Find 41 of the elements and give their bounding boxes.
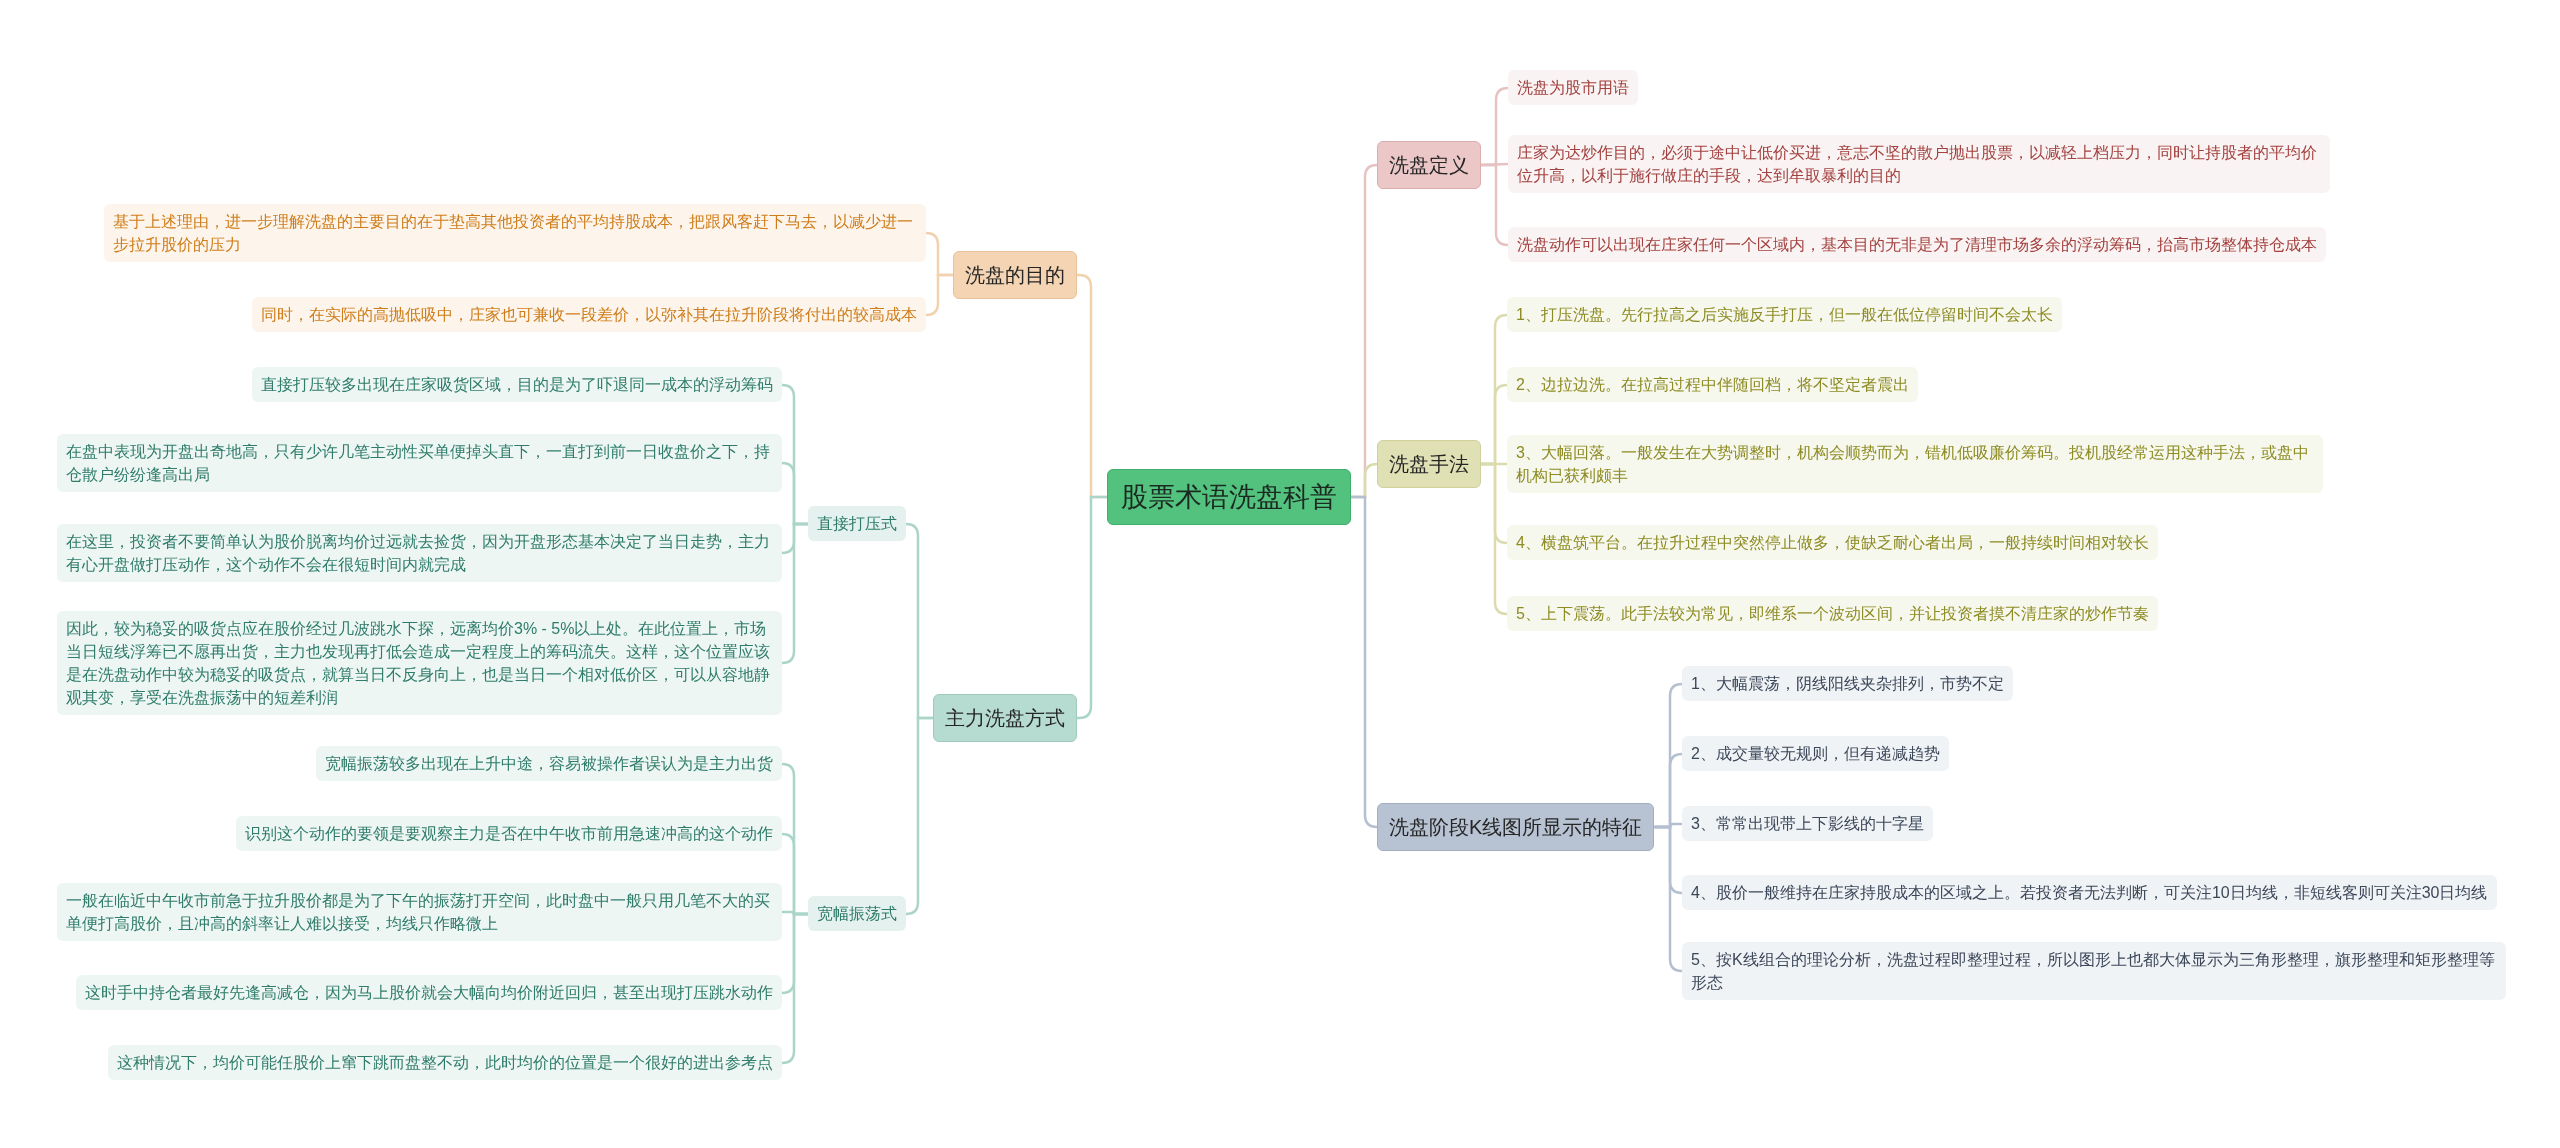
detail-text-box: 3、常常出现带上下影线的十字星 [1682,806,1933,841]
detail-text-box: 这时手中持仓者最好先逢高减仓，因为马上股价就会大幅向均价附近回归，甚至出现打压跳水动作 [76,975,782,1010]
detail-text-box: 5、上下震荡。此手法较为常见，即维系一个波动区间，并让投资者摸不清庄家的炒作节奏 [1507,596,2158,631]
detail-text-box: 4、横盘筑平台。在拉升过程中突然停止做多，使缺乏耐心者出局，一般持续时间相对较长 [1507,525,2158,560]
detail-text-box: 洗盘为股市用语 [1508,70,1638,105]
detail-text-box: 识别这个动作的要领是要观察主力是否在中午收市前用急速冲高的这个动作 [236,816,782,851]
detail-text-box: 一般在临近中午收市前急于拉升股价都是为了下午的振荡打开空间，此时盘中一般只用几笔不大的买单便打高股价，且冲高的斜率让人难以接受，均线只作略微上 [57,883,782,941]
detail-text-box: 这种情况下，均价可能任股价上窜下跳而盘整不动，此时均价的位置是一个很好的进出参考点 [108,1045,782,1080]
detail-text-box: 因此，较为稳妥的吸货点应在股价经过几波跳水下探，远离均价3% - 5%以上处。在此位置上，市场当日短线浮筹已不愿再出货，主力也发现再打低会造成一定程度上的筹码流失。这样，这个位置应该是在洗盘动作中较为稳妥的吸货点，就算当日不反身向上，也是当日一个相对低价区，可以从容地静观其变，享受在洗盘振荡中的短差利润 [57,611,782,715]
detail-text-box: 1、大幅震荡，阴线阳线夹杂排列，市势不定 [1682,666,2013,701]
connector-line [904,716,933,916]
detail-text-box: 洗盘动作可以出现在庄家任何一个区域内，基本目的无非是为了清理市场多余的浮动筹码，抬高市场整体持仓成本 [1508,227,2326,262]
connector-line [1481,163,1510,247]
detail-text-box: 2、成交量较无规则，但有递减趋势 [1682,736,1949,771]
detail-text-box: 在这里，投资者不要简单认为股价脱离均价过远就去捡货，因为开盘形态基本决定了当日走势，主力有心开盘做打压动作，这个动作不会在很短时间内就完成 [57,524,782,582]
connector-line [924,273,953,317]
detail-text-box: 直接打压较多出现在庄家吸货区域，目的是为了吓退同一成本的浮动筹码 [252,367,782,402]
detail-text-box: 1、打压洗盘。先行拉高之后实施反手打压，但一般在低位停留时间不会太长 [1507,297,2062,332]
detail-text-box: 3、大幅回落。一般发生在大势调整时，机构会顺势而为，错机低吸廉价筹码。投机股经常运用这种手法，或盘中机构已获利颇丰 [1507,435,2323,493]
connector-line [780,522,808,665]
central-topic-box: 股票术语洗盘科普 [1107,469,1351,525]
detail-text-box: 4、股价一般维持在庄家持股成本的区域之上。若投资者无法判断，可关注10日均线，非短线客则可关注30日均线 [1682,875,2497,910]
connector-line [1481,462,1509,616]
branch-topic-box: 洗盘手法 [1377,440,1481,488]
detail-text-box: 同时，在实际的高抛低吸中，庄家也可兼收一段差价，以弥补其在拉升阶段将付出的较高成本 [252,297,926,332]
connector-line [1351,495,1379,829]
detail-text-box: 基于上述理由，进一步理解洗盘的主要目的在于垫高其他投资者的平均持股成本，把跟风客赶下马去，以减少进一步拉升股价的压力 [104,204,926,262]
detail-text-box: 5、按K线组合的理论分析，洗盘过程即整理过程，所以图形上也都大体显示为三角形整理，旗形整理和矩形整理等形态 [1682,942,2506,1000]
connector-line [1077,495,1107,720]
detail-text-box: 在盘中表现为开盘出奇地高，只有少许几笔主动性买单便掉头直下，一直打到前一日收盘价之下，持仓散户纷纷逢高出局 [57,434,782,492]
branch-topic-box: 洗盘定义 [1377,141,1481,189]
connector-line [780,912,808,1065]
branch-topic-box: 洗盘的目的 [953,251,1077,299]
subtopic-box: 直接打压式 [808,506,906,541]
detail-text-box: 庄家为达炒作目的，必须于途中让低价买进，意志不坚的散户抛出股票，以减轻上档压力，同时让持股者的平均价位升高，以利于施行做庄的手段，达到牟取暴利的目的 [1508,135,2330,193]
subtopic-box: 宽幅振荡式 [808,896,906,931]
detail-text-box: 2、边拉边洗。在拉高过程中伴随回档，将不坚定者震出 [1507,367,1918,402]
connector-line [1654,825,1684,973]
branch-topic-box: 洗盘阶段K线图所显示的特征 [1377,803,1655,851]
branch-topic-box: 主力洗盘方式 [933,694,1077,742]
detail-text-box: 宽幅振荡较多出现在上升中途，容易被操作者误认为是主力出货 [316,746,782,781]
